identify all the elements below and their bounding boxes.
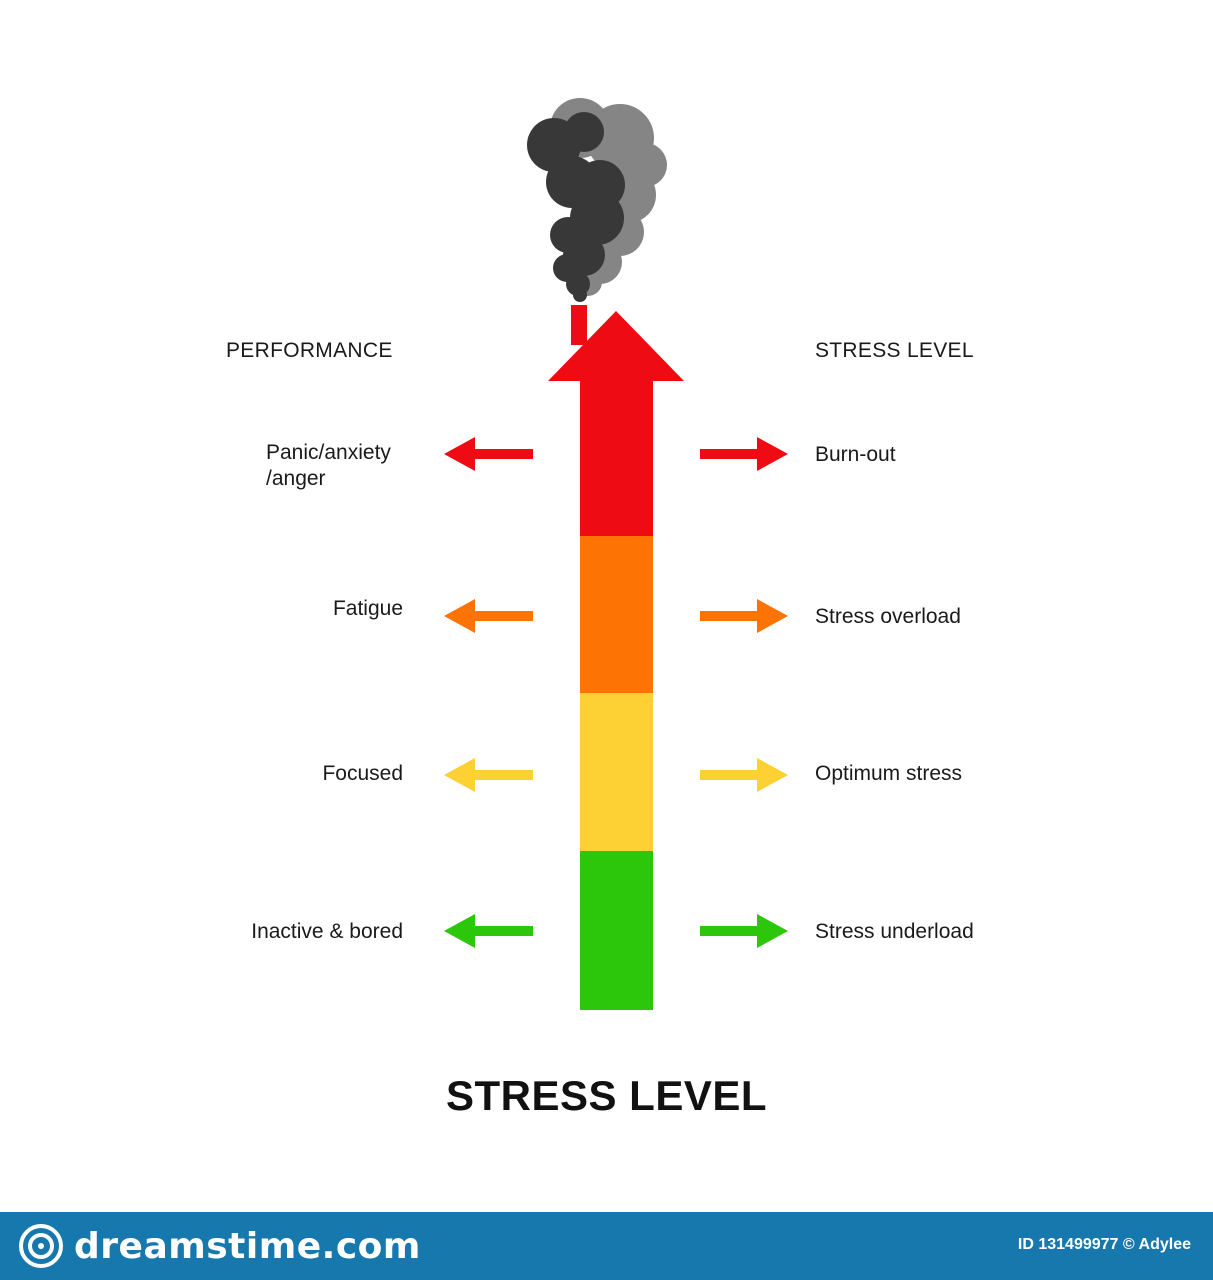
stress-label-overload: Stress overload [815,605,961,628]
watermark-logo: dreamstime.com [18,1220,421,1272]
stress-bar-segment-optimum [580,693,653,852]
chimney [571,305,587,345]
stress-bar-segment-overload [580,536,653,694]
diagram-title: STRESS LEVEL [445,1072,768,1119]
performance-label-fatigue: Fatigue [332,597,403,620]
left-arrow-underload [444,914,533,948]
left-arrow-overload [444,599,533,633]
stress-diagram-art [444,98,788,1010]
performance-label-focused: Focused [322,762,403,785]
left-arrow-optimum [444,758,533,792]
right-arrow-burnout [700,437,788,471]
right-arrow-underload [700,914,788,948]
watermark-credit: ID 131499977 © Adylee [1017,1236,1191,1253]
watermark-brand: dreamstime.com [74,1225,421,1267]
performance-label-panic: Panic/anxiety /anger [266,441,391,490]
up-arrow-head [548,311,684,381]
performance-header: PERFORMANCE [226,339,393,362]
smoke-cloud-dark [527,112,625,302]
stress-label-optimum: Optimum stress [815,762,963,785]
stress-bar-segment-burnout [580,380,653,537]
stress-bar-segment-underload [580,851,653,1010]
stress-label-underload: Stress underload [815,920,974,943]
performance-label-inactive: Inactive & bored [251,920,403,943]
left-arrow-burnout [444,437,533,471]
watermark-bar: dreamstime.com ID 131499977 © Adylee [0,1212,1213,1280]
diagram-canvas: PERFORMANCE STRESS LEVEL Panic/anxiety /… [226,98,974,1119]
stress-label-burnout: Burn-out [815,443,896,466]
right-arrow-overload [700,599,788,633]
right-arrow-optimum [700,758,788,792]
stress-level-header: STRESS LEVEL [815,339,974,362]
spiral-logo-icon [19,1224,63,1268]
